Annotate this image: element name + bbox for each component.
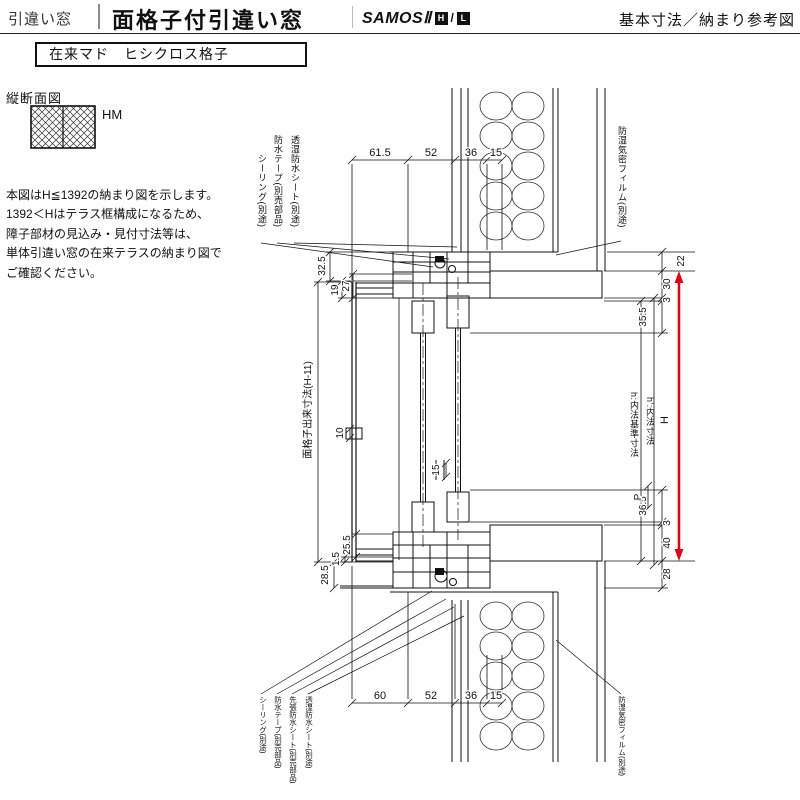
annotation-breathable-sheet-bottom: 透湿防水シート(別途) [304, 696, 314, 769]
window-sill-frame [340, 524, 603, 593]
dim-right-bottom-2: 40 [662, 537, 673, 549]
dim-right-bottom-3: 28 [662, 568, 673, 580]
dim-lattice-overall: 面格子出来寸法(H-11) [301, 361, 314, 459]
brand-logo: SAMOSⅡ H / L [362, 8, 470, 28]
dim-right-bottom-1: 3 [662, 520, 673, 526]
dim-top-0: 61.5 [369, 147, 390, 159]
dim-left-bottom-0: 25.5 [342, 535, 353, 555]
brand-slash: / [450, 11, 454, 25]
page-header: 引違い窓 面格子付引違い窓 SAMOSⅡ H / L 基本寸法／納まり参考図 [0, 0, 800, 34]
insulation-bottom [479, 601, 545, 751]
brand-h-badge: H [434, 11, 448, 25]
page-title: 面格子付引違い窓 [112, 8, 305, 33]
brand-name: SAMOSⅡ [362, 10, 432, 27]
annotation-sealing-bottom: シーリング(別途) [258, 696, 268, 754]
annotation-waterproof-tape-bottom: 防水テープ(別売部品) [273, 696, 283, 769]
lattice-type-code: HM [102, 107, 123, 122]
dim-left-top-1: 19 [330, 284, 341, 296]
dim-right-top-0: 22 [676, 255, 687, 267]
dim-bottom-3: 15 [490, 690, 502, 702]
dim-left-top-2: 27 [341, 280, 352, 292]
annotation-breathable-sheet-top: 透湿防水シート(別途) [290, 135, 300, 228]
dim-center-10: 10 [335, 427, 346, 439]
leader-lines [260, 240, 622, 695]
window-head-frame [390, 251, 603, 299]
note-text: 本図はH≦1392の納まり図を示します。 1392＜Hはテラス框構成になるため、… [6, 188, 222, 280]
header-divider [98, 4, 100, 29]
label-h-base-dimension: h:内法基準寸法 [629, 392, 639, 458]
dim-right-top-3: 35.5 [638, 307, 649, 327]
dim-h-arrow-label: H [659, 416, 671, 424]
wall-bottom [451, 561, 606, 762]
annotation-pre-applied-sheet-bottom: 先張防水シート(別売部品) [288, 696, 298, 784]
brand-l-badge: L [456, 11, 470, 25]
annotation-sealing-top: シーリング(別途) [257, 154, 267, 228]
annotation-waterproof-tape-top: 防水テープ(別売部品) [273, 135, 283, 228]
dim-bottom-2: 36 [465, 690, 477, 702]
dim-p: P [633, 493, 644, 500]
dim-left-bottom-1: 1.5 [331, 552, 342, 566]
dim-top-3: 15 [490, 147, 502, 159]
dim-right-bottom-0: 36.5 [638, 496, 649, 516]
sash-centerlines [422, 277, 459, 548]
face-lattice [345, 282, 394, 562]
dim-bottom-0: 60 [374, 690, 386, 702]
header-divider-2 [352, 6, 353, 28]
dim-right-top-1: 30 [662, 278, 673, 290]
dim-center-15: 15 [431, 464, 442, 476]
wall-top [451, 88, 606, 271]
height-arrow [674, 271, 684, 561]
window-category: 引違い窓 [8, 11, 73, 28]
dim-top-1: 52 [425, 147, 437, 159]
dimension-lines [313, 155, 695, 708]
lattice-legend-swatch [30, 105, 96, 149]
annotation-vapor-film-top: 防湿気密フィルム(別途) [617, 126, 627, 228]
section-view-label: 縦断面図 [6, 91, 63, 106]
dim-left-top-0: 32.5 [317, 256, 328, 276]
dim-top-2: 36 [465, 147, 477, 159]
insulation-top [479, 91, 545, 241]
subtitle-box: 在来マド ヒシクロス格子 [35, 42, 307, 67]
label-h-inner-dimension: h':内法寸法 [645, 397, 655, 446]
annotation-vapor-film-bottom: 防湿気密フィルム(別途) [617, 696, 627, 776]
sliding-sashes [398, 295, 470, 560]
dim-bottom-1: 52 [425, 690, 437, 702]
dimension-texts: 61.5 52 36 15 60 52 36 15 32.5 19 27 22 … [300, 146, 689, 704]
dim-right-top-2: 3 [662, 297, 673, 303]
dim-left-bottom-2: 28.5 [320, 565, 331, 585]
header-right-note: 基本寸法／納まり参考図 [618, 12, 795, 29]
